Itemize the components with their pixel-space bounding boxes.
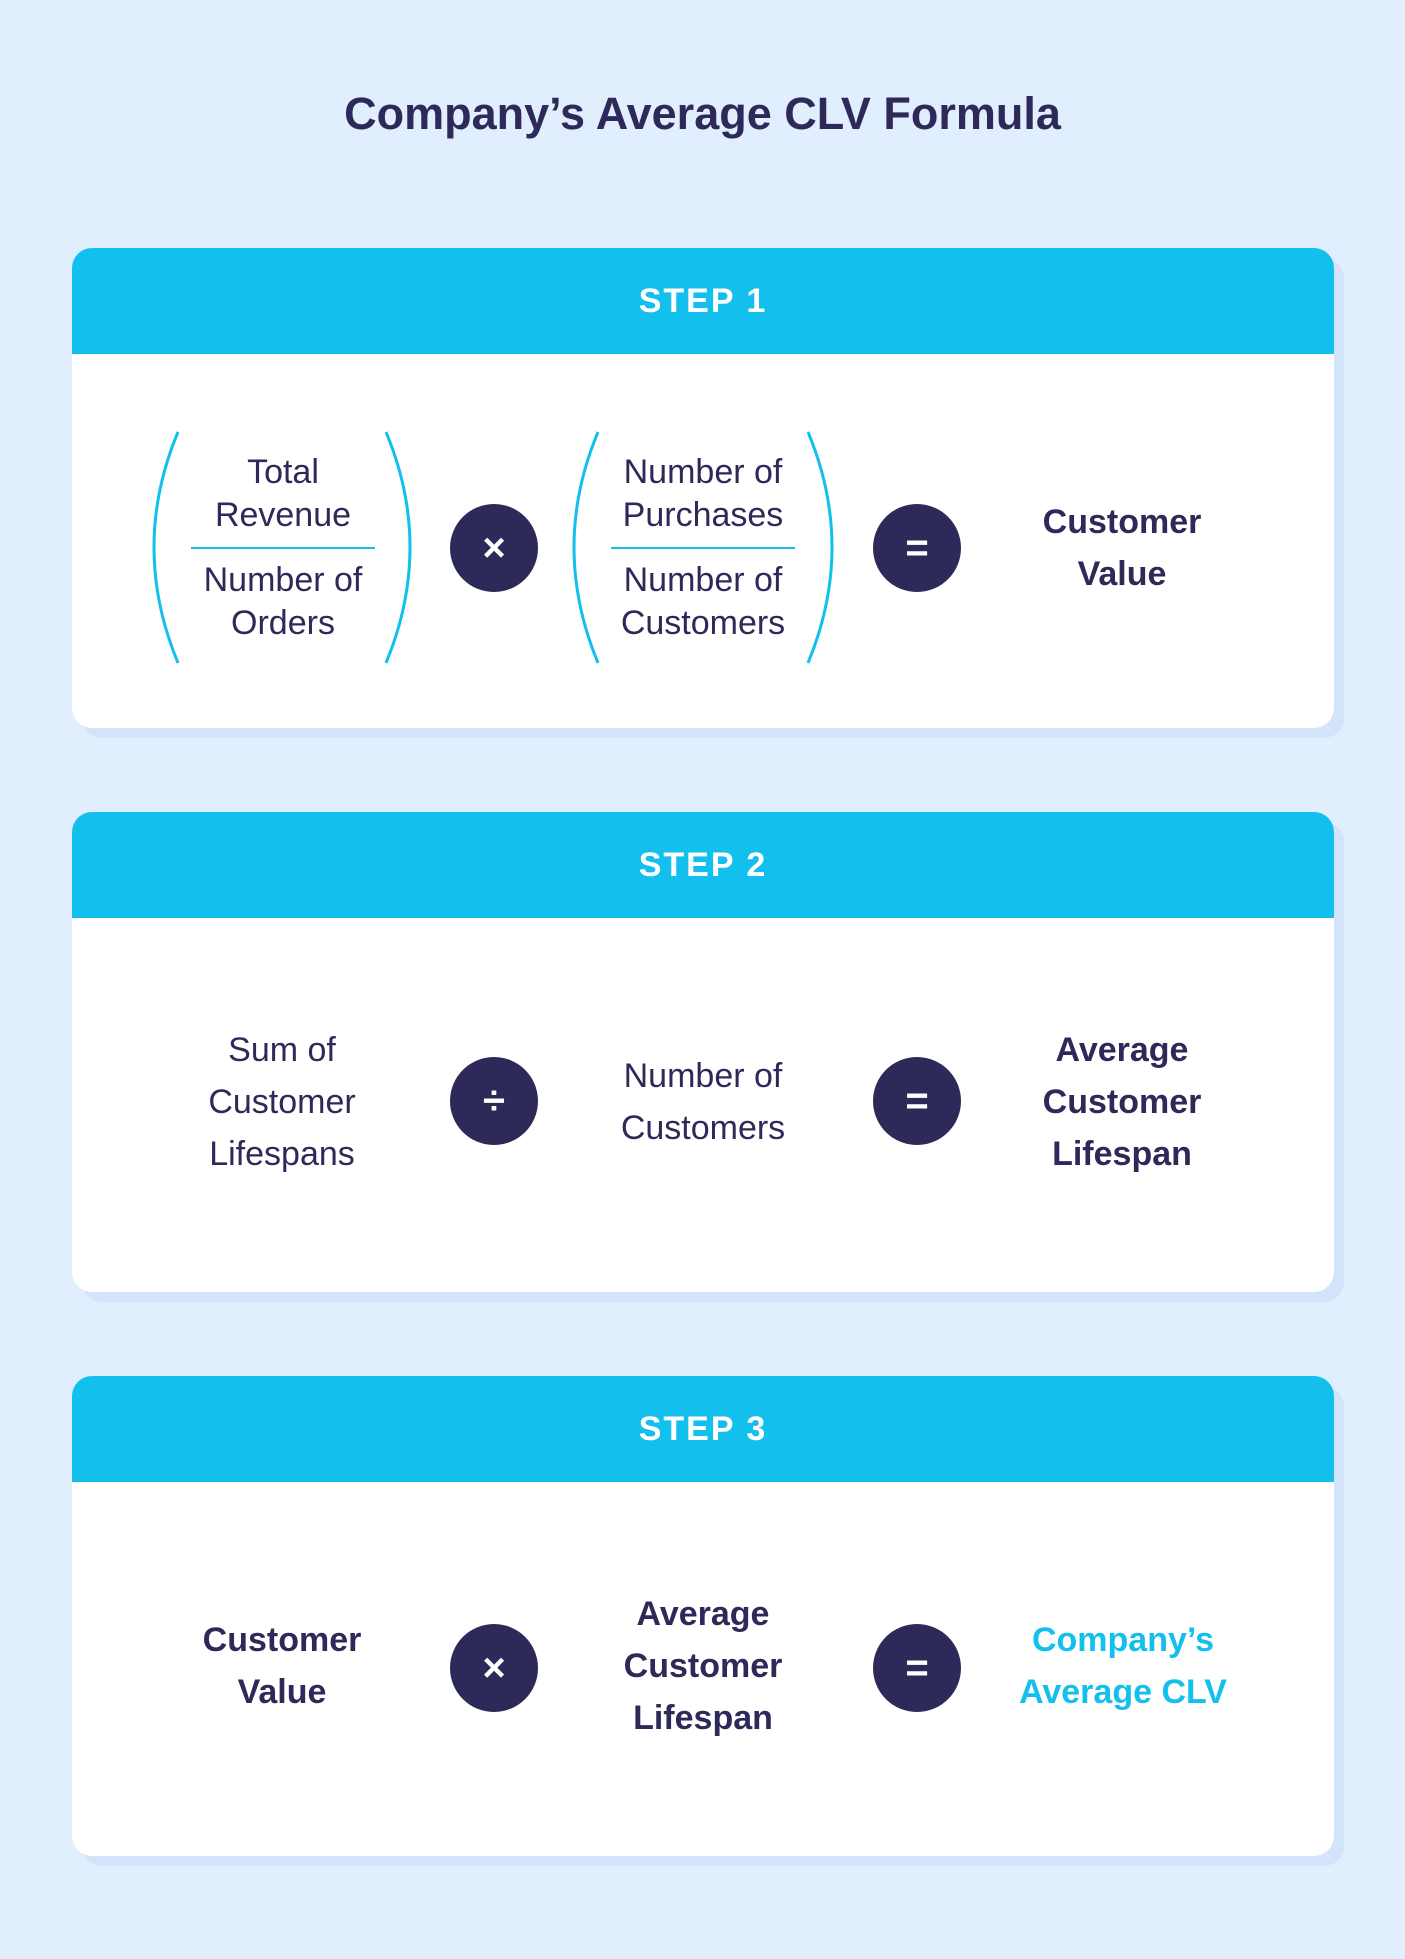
term-text: Average Customer Lifespan	[623, 1595, 783, 1737]
term-text: Customer Value	[202, 1621, 362, 1711]
step-3-card: STEP 3 Customer Value × Average Customer…	[72, 1376, 1334, 1856]
left-paren-icon	[572, 431, 600, 664]
fraction-clv-aov: Total Revenue Number of Orders	[172, 430, 394, 665]
divide-icon: ÷	[450, 1057, 538, 1145]
right-paren-icon	[384, 431, 412, 664]
term-customer-value: Customer Value	[182, 1546, 382, 1786]
equals-icon: =	[873, 1057, 961, 1145]
equals-icon: =	[873, 1624, 961, 1712]
right-paren-icon	[806, 431, 834, 664]
result-average-lifespan: Average Customer Lifespan	[1012, 982, 1232, 1222]
fraction-bar	[611, 546, 795, 549]
multiply-icon: ×	[450, 1624, 538, 1712]
step-1-card: STEP 1 Total Revenue Number of Orders × …	[72, 248, 1334, 728]
result-text: Average Customer Lifespan	[1042, 1031, 1202, 1173]
step-2-header: STEP 2	[72, 812, 1334, 918]
multiply-icon: ×	[450, 504, 538, 592]
result-text: Company’s Average CLV	[1019, 1621, 1227, 1711]
term-sum-of-lifespans: Sum of Customer Lifespans	[182, 982, 382, 1222]
step-1-header: STEP 1	[72, 248, 1334, 354]
result-text: Customer Value	[1042, 502, 1202, 593]
fraction-numerator: Total Revenue	[214, 452, 352, 534]
fraction-denominator: Number of Customers	[620, 560, 786, 642]
term-text: Number of Customers	[620, 1057, 786, 1147]
fraction-denominator: Number of Orders	[203, 560, 363, 642]
result-customer-value: Customer Value	[1012, 430, 1232, 665]
term-average-lifespan: Average Customer Lifespan	[592, 1546, 814, 1786]
equals-icon: =	[873, 504, 961, 592]
fraction-bar	[191, 546, 375, 549]
fraction-purchase-frequency: Number of Purchases Number of Customers	[592, 430, 814, 665]
fraction-numerator: Number of Purchases	[622, 452, 784, 534]
term-number-of-customers: Number of Customers	[592, 982, 814, 1222]
left-paren-icon	[152, 431, 180, 664]
term-text: Sum of Customer Lifespans	[208, 1031, 356, 1173]
result-company-clv: Company’s Average CLV	[992, 1546, 1254, 1786]
step-3-header: STEP 3	[72, 1376, 1334, 1482]
page-title: Company’s Average CLV Formula	[344, 88, 1061, 139]
step-2-card: STEP 2 Sum of Customer Lifespans ÷ Numbe…	[72, 812, 1334, 1292]
